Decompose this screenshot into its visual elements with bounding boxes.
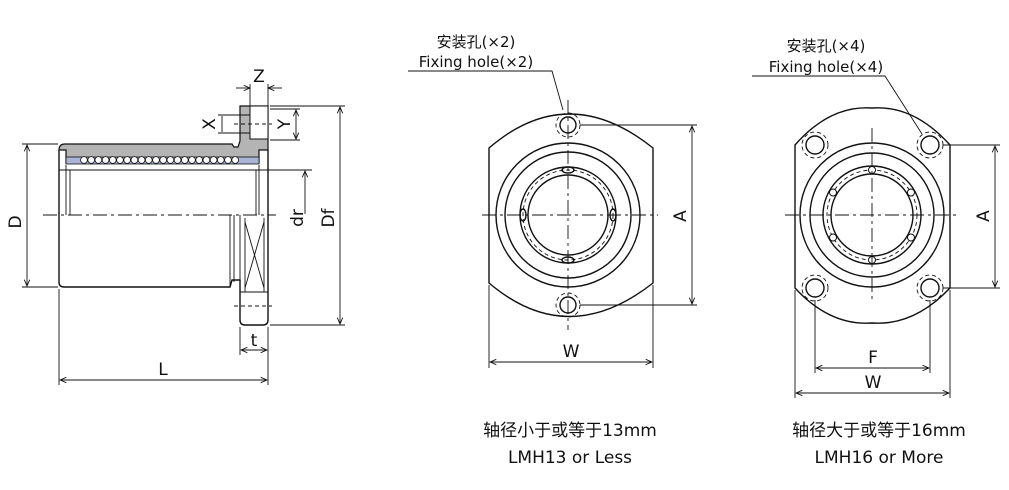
ball — [94, 156, 103, 164]
ball — [130, 156, 139, 164]
ball — [145, 156, 153, 164]
ball — [166, 156, 175, 164]
ball — [173, 156, 182, 164]
ball — [188, 156, 196, 164]
ball — [231, 156, 240, 164]
front-view-small: A W 安装孔(×2) Fixing hole(×2) 轴径小于或等于13mm … — [408, 33, 697, 468]
ball-track-mark — [829, 233, 838, 242]
dim-Df: Df — [319, 207, 339, 227]
dim-D: D — [6, 215, 26, 228]
ball — [181, 156, 189, 164]
callout-en-large: Fixing hole(×4) — [769, 58, 883, 76]
ball — [101, 156, 110, 164]
dim-L: L — [158, 360, 168, 380]
dim-Z: Z — [253, 67, 265, 87]
ball — [202, 156, 211, 164]
caption-cn-large: 轴径大于或等于16mm — [792, 421, 966, 441]
dim-F-large: F — [868, 348, 878, 368]
dim-W-small: W — [563, 342, 580, 362]
ball — [159, 156, 168, 164]
dim-W-large: W — [865, 373, 882, 393]
ball — [116, 156, 124, 164]
ball — [224, 156, 232, 164]
ball-track-mark — [829, 188, 838, 197]
ball — [137, 156, 146, 164]
dim-t: t — [251, 331, 258, 351]
ball — [123, 156, 131, 164]
caption-en-small: LMH13 or Less — [508, 448, 632, 468]
ball — [195, 156, 204, 164]
callout-cn-small: 安装孔(×2) — [437, 33, 516, 51]
ball-track-mark — [906, 233, 915, 242]
ball-track-mark — [906, 188, 915, 197]
dim-A-small: A — [671, 210, 691, 222]
callout-cn-large: 安装孔(×4) — [787, 37, 866, 55]
housing-section — [58, 105, 269, 164]
ball — [217, 156, 225, 164]
ball — [209, 156, 218, 164]
caption-en-large: LMH16 or More — [815, 448, 944, 468]
caption-cn-small: 轴径小于或等于13mm — [483, 421, 657, 441]
ball-track-marks — [829, 166, 915, 264]
callout-en-small: Fixing hole(×2) — [419, 53, 533, 71]
dim-A-large: A — [974, 210, 994, 222]
dim-Y: Y — [275, 118, 295, 130]
ball — [109, 156, 117, 164]
dim-X: X — [200, 118, 220, 130]
side-view: D dr Df Y X Z t L — [6, 67, 345, 385]
ball — [152, 156, 160, 164]
ball — [87, 156, 95, 164]
dim-dr: dr — [288, 209, 308, 227]
front-view-large: A F W 安装孔(×4) Fixing hole(×4) 轴径大于或等于16m… — [752, 37, 1000, 468]
ball-row — [80, 156, 240, 164]
ball — [80, 156, 88, 164]
